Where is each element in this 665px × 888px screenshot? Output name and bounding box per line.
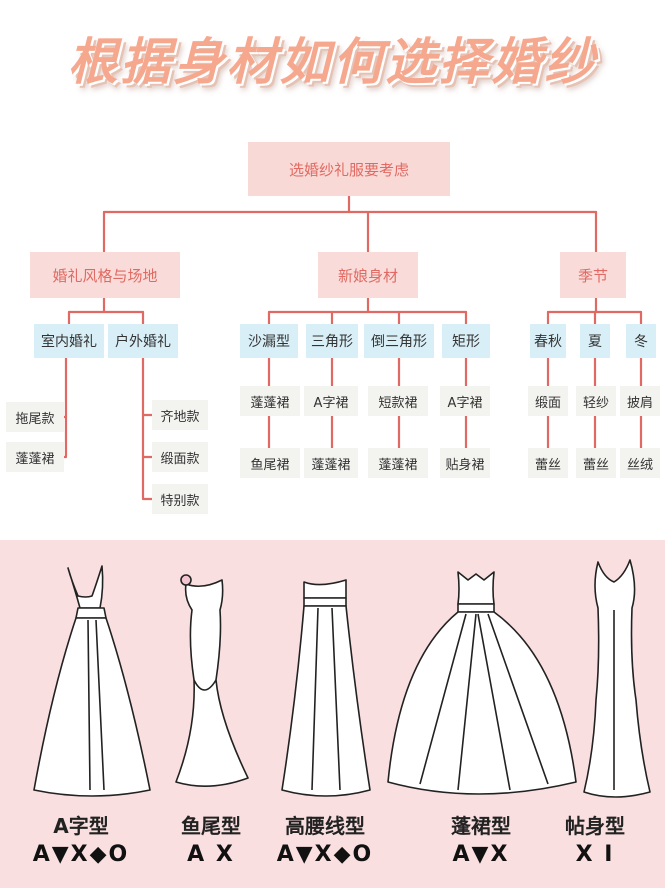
leaf-node: 鱼尾裙	[240, 448, 300, 478]
category-node: 冬	[626, 324, 656, 358]
category-node: 室内婚礼	[34, 324, 104, 358]
dress-label-empire: 高腰线型	[285, 814, 365, 838]
category-node: 户外婚礼	[108, 324, 178, 358]
leaf-node: 贴身裙	[440, 448, 490, 478]
page-title: 根据身材如何选择婚纱	[67, 33, 598, 91]
leaf-node: 丝绒	[620, 448, 660, 478]
leaf-node: A字裙	[304, 386, 358, 416]
leaf-node: 蕾丝	[576, 448, 616, 478]
branch-bride-body: 新娘身材	[318, 252, 418, 298]
leaf-node: 缎面款	[152, 442, 208, 472]
empire-dress-icon	[281, 579, 371, 797]
branch-wedding-style: 婚礼风格与场地	[30, 252, 180, 298]
leaf-node: 缎面	[528, 386, 568, 416]
category-node: 倒三角形	[364, 324, 434, 358]
dress-label-ball-gown: 蓬裙型	[451, 814, 511, 838]
dress-symbols-a-line: A▼X◆O	[32, 842, 130, 867]
dress-symbols-empire: A▼X◆O	[276, 842, 374, 867]
leaf-node: 特别款	[152, 484, 208, 514]
leaf-node: 蓬蓬裙	[240, 386, 300, 416]
leaf-node: 轻纱	[576, 386, 616, 416]
branch-season: 季节	[560, 252, 626, 298]
leaf-node: 拖尾款	[6, 402, 64, 432]
sheath-dress-icon	[583, 559, 651, 798]
leaf-node: A字裙	[440, 386, 490, 416]
decision-tree-lines	[62, 194, 643, 501]
ball-gown-icon	[387, 571, 577, 795]
leaf-node: 蓬蓬裙	[304, 448, 358, 478]
dress-label-sheath: 帖身型	[565, 814, 625, 838]
leaf-node: 短款裙	[368, 386, 428, 416]
category-node: 三角形	[306, 324, 358, 358]
leaf-node: 蕾丝	[528, 448, 568, 478]
mermaid-dress-icon	[175, 574, 249, 787]
leaf-node: 蓬蓬裙	[6, 442, 64, 472]
dress-symbols-ball-gown: A▼X	[452, 842, 510, 867]
leaf-node: 齐地款	[152, 400, 208, 430]
category-node: 春秋	[530, 324, 566, 358]
category-node: 夏	[580, 324, 610, 358]
leaf-node: 蓬蓬裙	[368, 448, 428, 478]
dress-label-a-line: A字型	[53, 814, 109, 838]
category-node: 矩形	[442, 324, 490, 358]
root-node: 选婚纱礼服要考虑	[248, 142, 450, 196]
dress-label-mermaid: 鱼尾型	[181, 814, 241, 838]
leaf-node: 披肩	[620, 386, 660, 416]
dress-symbols-mermaid: A X	[187, 842, 235, 867]
a-line-dress-icon	[33, 565, 151, 797]
category-node: 沙漏型	[240, 324, 298, 358]
dress-symbols-sheath: X I	[575, 842, 615, 867]
